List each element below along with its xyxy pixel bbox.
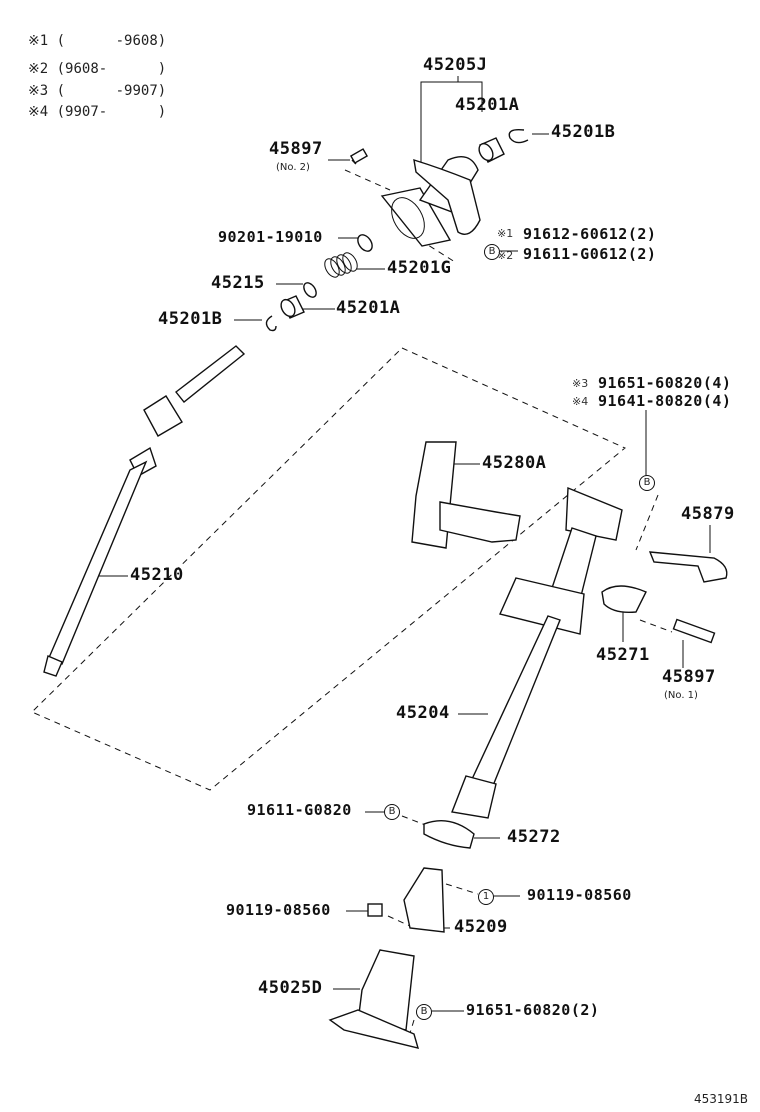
bolt-ref-1-icon: 1: [478, 889, 494, 905]
assembly-dashes: [31, 169, 673, 1041]
part-45201G-spring: [324, 252, 358, 278]
part-45879-stay: [648, 551, 728, 583]
part-45280A-lock-housing: [411, 441, 521, 549]
note-no1: (No. 1): [664, 690, 698, 701]
label-45201A-lower[interactable]: 45201A: [336, 298, 401, 318]
label-45897-no1[interactable]: 45897: [662, 667, 716, 687]
label-45897-no2[interactable]: 45897: [269, 139, 323, 159]
label-91612-60612[interactable]: 91612-60612(2): [523, 225, 657, 243]
bolt-ref-b-icon: B: [484, 244, 500, 260]
mark-3: ※3: [572, 377, 589, 390]
label-45280A[interactable]: 45280A: [482, 453, 547, 473]
part-45201A-lower: [280, 295, 305, 319]
label-45209[interactable]: 45209: [454, 917, 508, 937]
legend-item-2: ※2 (9608- ): [28, 61, 167, 77]
legend-item-4: ※4 (9907- ): [28, 104, 167, 120]
diagram-id: 453191B: [694, 1092, 749, 1106]
label-45025D[interactable]: 45025D: [258, 978, 323, 998]
bolt-ref-b-icon: B: [639, 475, 655, 491]
label-45879[interactable]: 45879: [681, 504, 735, 524]
legend-item-3: ※3 ( -9907): [28, 83, 167, 99]
label-45201B-top[interactable]: 45201B: [551, 122, 616, 142]
part-45897-no1-bolt: [672, 618, 716, 644]
part-45209-joint: [403, 867, 445, 933]
part-45025D-cover: [328, 949, 420, 1049]
legend-item-1: ※1 ( -9608): [28, 33, 167, 49]
part-45271-clamp: [601, 585, 647, 614]
label-91651-60820-4[interactable]: 91651-60820(4): [598, 374, 732, 392]
part-45205J-bracket: [380, 156, 481, 247]
label-45215[interactable]: 45215: [211, 273, 265, 293]
bolt-ref-b-icon: B: [384, 804, 400, 820]
label-91651-60820-2[interactable]: 91651-60820(2): [466, 1001, 600, 1019]
part-45201B-lower: [265, 315, 277, 332]
label-91611-G0612[interactable]: 91611-G0612(2): [523, 245, 657, 263]
part-45210-shaft: [43, 345, 246, 677]
part-45272-clamp: [423, 820, 475, 849]
part-45201B-top: [508, 128, 529, 144]
label-91641-80820-4[interactable]: 91641-80820(4): [598, 392, 732, 410]
label-45272[interactable]: 45272: [507, 827, 561, 847]
note-no2: (No. 2): [276, 162, 310, 173]
part-45204-column: [451, 486, 623, 819]
mark-2: ※2: [497, 249, 514, 262]
label-90201-19010[interactable]: 90201-19010: [218, 228, 323, 246]
label-45210[interactable]: 45210: [130, 565, 184, 585]
part-90119-left-bolt: [367, 903, 383, 917]
label-45204[interactable]: 45204: [396, 703, 450, 723]
part-45897-no2-bolt: [349, 148, 369, 165]
mark-1: ※1: [497, 227, 514, 240]
part-45215-washer: [303, 282, 317, 298]
label-45271[interactable]: 45271: [596, 645, 650, 665]
label-91611-G0820[interactable]: 91611-G0820: [247, 801, 352, 819]
part-90201-washer: [357, 234, 373, 252]
label-45201B-lower[interactable]: 45201B: [158, 309, 223, 329]
part-45201A-top: [478, 137, 505, 163]
label-90119-08560-left[interactable]: 90119-08560: [226, 901, 331, 919]
bolt-ref-b-icon: B: [416, 1004, 432, 1020]
label-90119-08560-right[interactable]: 90119-08560: [527, 886, 632, 904]
label-45201G[interactable]: 45201G: [387, 258, 452, 278]
label-45205J[interactable]: 45205J: [423, 55, 488, 75]
mark-4: ※4: [572, 395, 589, 408]
label-45201A-top[interactable]: 45201A: [455, 95, 520, 115]
